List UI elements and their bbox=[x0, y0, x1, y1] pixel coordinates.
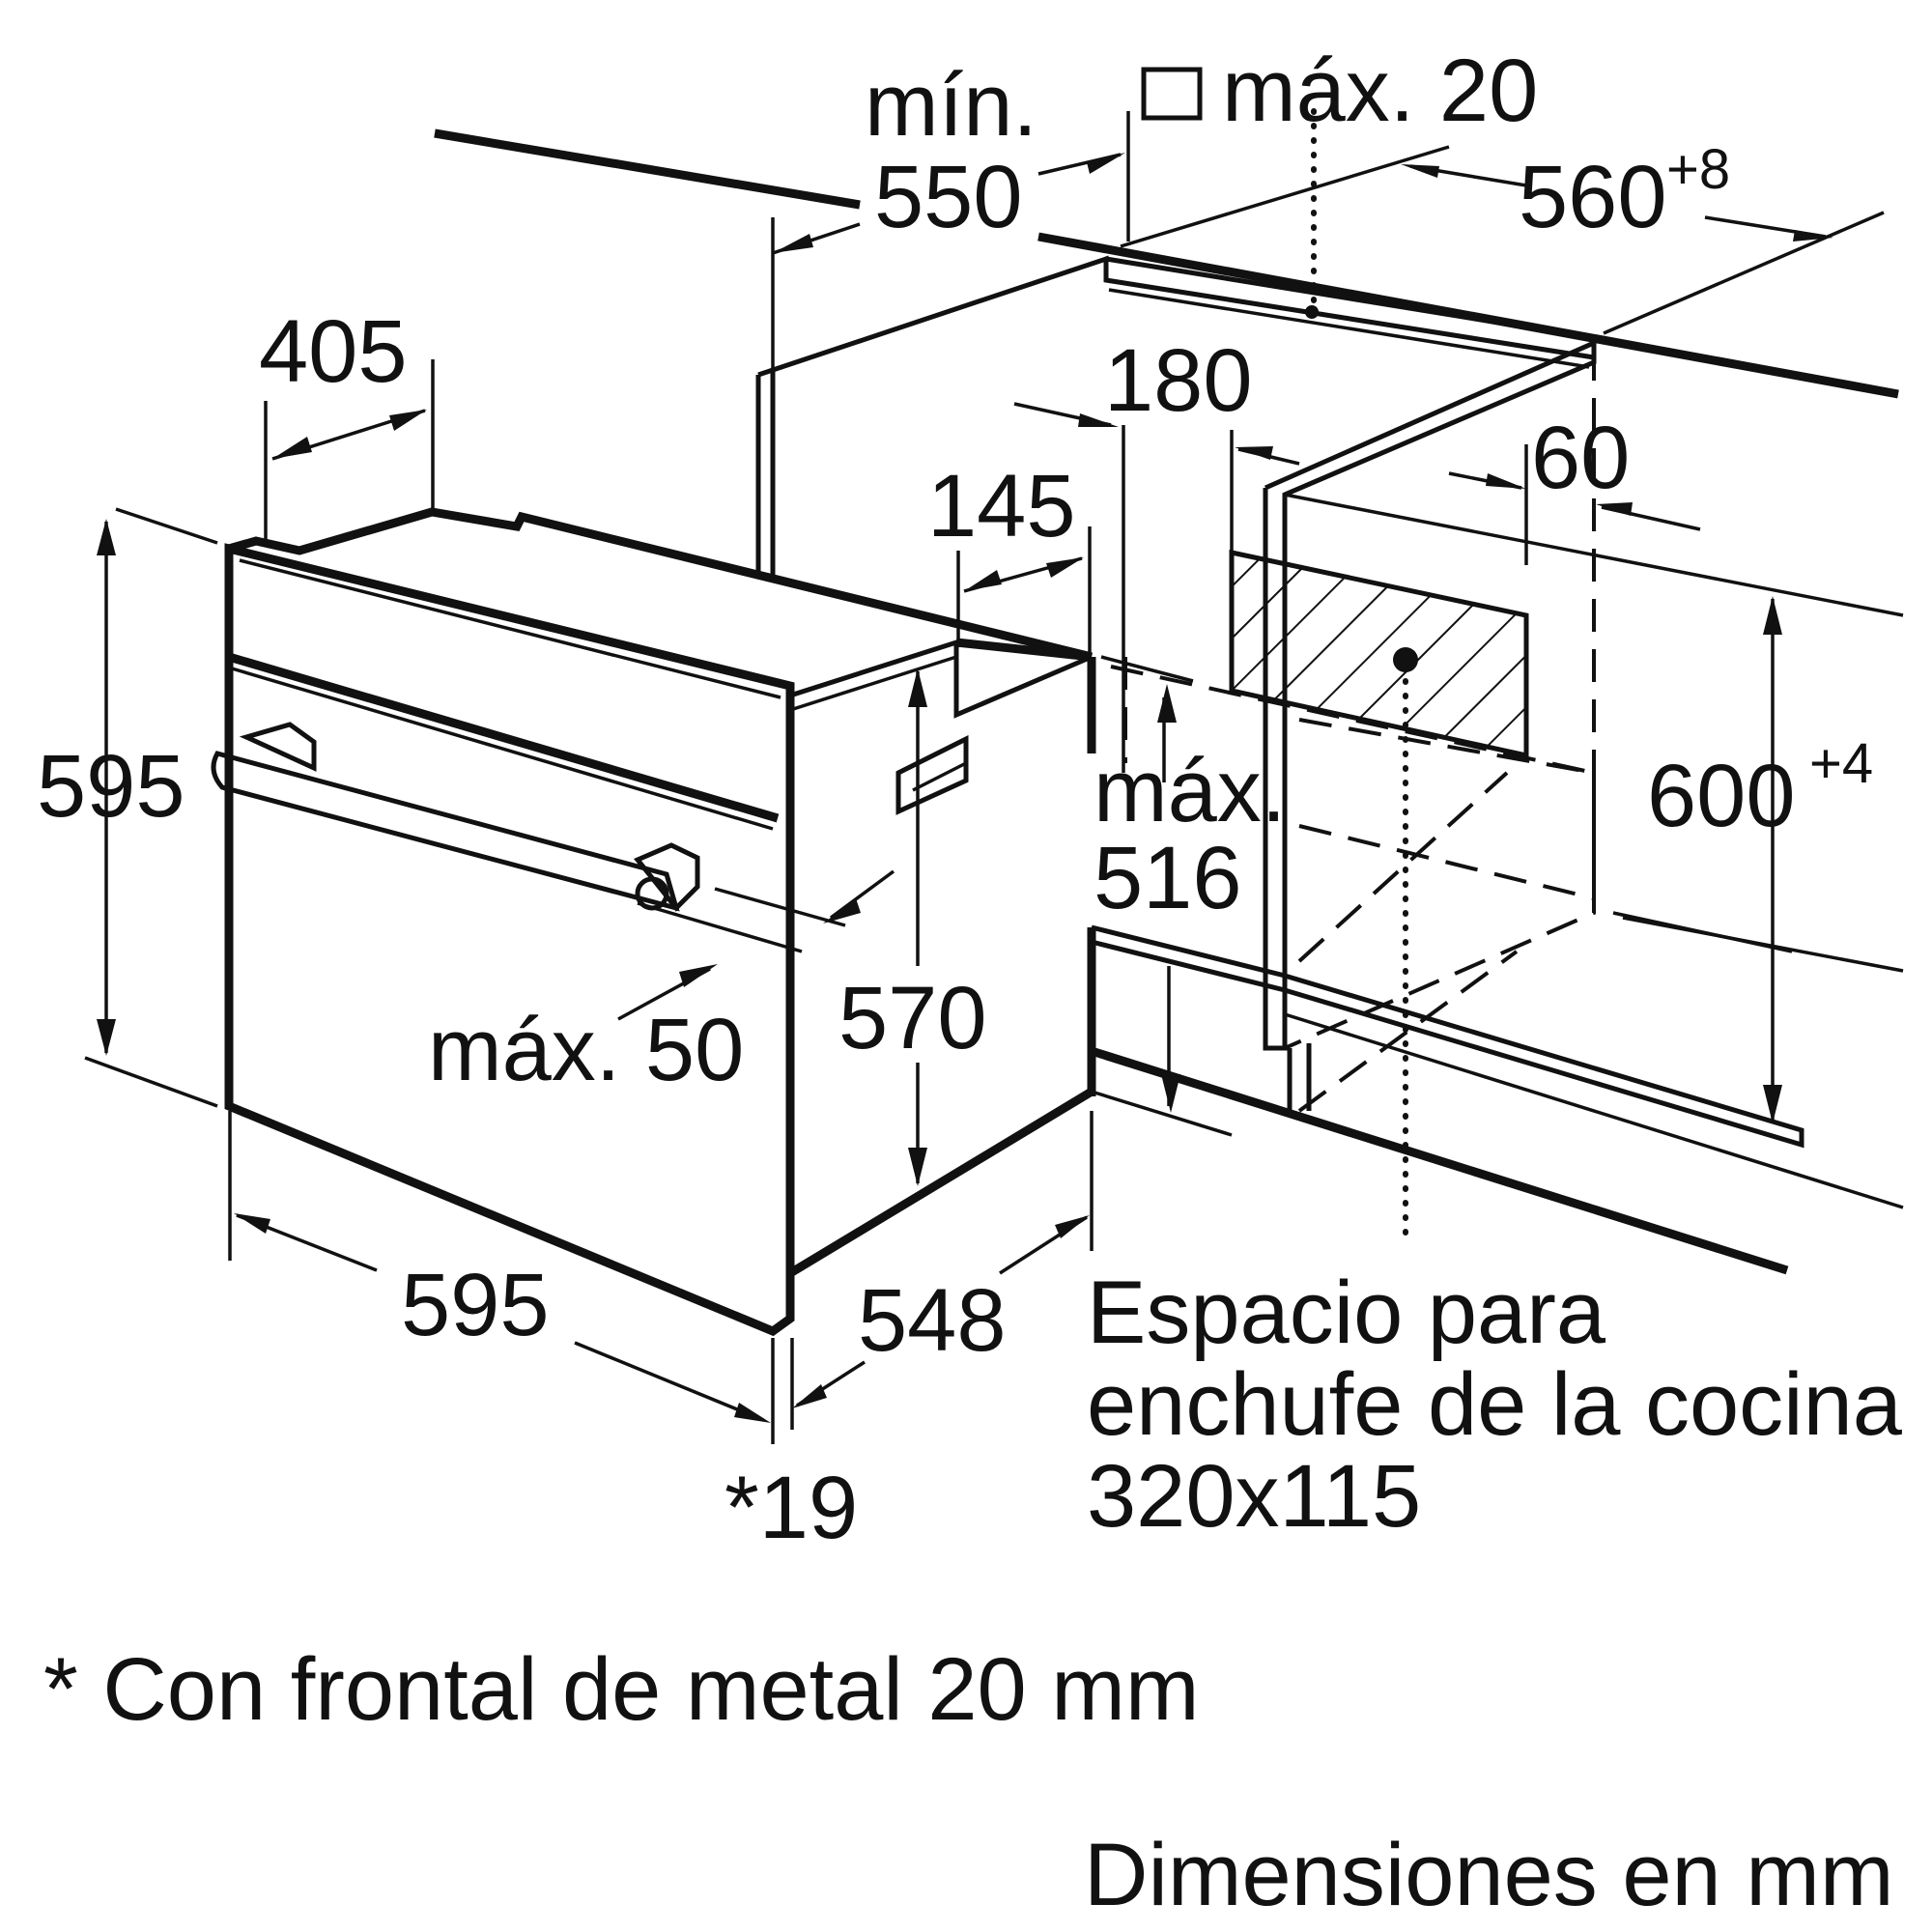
label-min: mín. bbox=[865, 56, 1037, 155]
socket-space bbox=[1229, 549, 1529, 759]
oven-top-side bbox=[789, 639, 1093, 719]
niche-top-slab bbox=[757, 255, 1597, 378]
niche-right-back bbox=[1603, 211, 1885, 335]
label-max20: máx. 20 bbox=[1222, 42, 1538, 140]
control-panel-bottom bbox=[231, 667, 774, 831]
oven-side-bottom bbox=[787, 1088, 1094, 1277]
label-560: 560 bbox=[1519, 148, 1667, 246]
oven-top-edge bbox=[227, 507, 1094, 662]
niche-bottom-front bbox=[1090, 1046, 1789, 1275]
label-60: 60 bbox=[1531, 409, 1630, 507]
oven-handle bbox=[211, 722, 700, 912]
niche-interior-line2 bbox=[1298, 824, 1595, 900]
niche-top-inner bbox=[1108, 288, 1590, 369]
units-note: Dimensiones en mm bbox=[1084, 1826, 1894, 1924]
label-max-516: 516 bbox=[1094, 829, 1242, 927]
label-560-tolerance: +8 bbox=[1666, 138, 1730, 201]
niche-bottom-shelf bbox=[1091, 924, 1804, 1149]
label-548: 548 bbox=[858, 1271, 1007, 1370]
dimension-lines bbox=[84, 67, 1833, 1444]
label-max50: máx. 50 bbox=[428, 1001, 744, 1099]
footnote: * Con frontal de metal 20 mm bbox=[43, 1640, 1200, 1739]
oven-side-vent bbox=[895, 734, 969, 815]
top-marker bbox=[1305, 305, 1319, 319]
niche-interior-line3 bbox=[1297, 771, 1509, 963]
label-595-height: 595 bbox=[37, 737, 185, 836]
oven-top-back bbox=[955, 638, 1093, 662]
label-600: 600 bbox=[1647, 747, 1796, 845]
socket-label-line1: Espacio para bbox=[1087, 1264, 1606, 1362]
oven-front-panel bbox=[224, 543, 795, 1337]
worktop-edge-left bbox=[434, 128, 861, 210]
label-405: 405 bbox=[259, 302, 408, 401]
label-595-width: 595 bbox=[401, 1256, 550, 1354]
max20-square-icon bbox=[1141, 67, 1203, 121]
socket-label-line2: enchufe de la cocina bbox=[1087, 1355, 1903, 1454]
label-570: 570 bbox=[838, 969, 987, 1067]
label-19: *19 bbox=[724, 1459, 858, 1557]
label-180: 180 bbox=[1104, 331, 1253, 430]
niche-bottom-back bbox=[1284, 1012, 1904, 1209]
socket-label-line3: 320x115 bbox=[1087, 1447, 1421, 1546]
niche-interior-line4 bbox=[1297, 950, 1519, 1113]
label-600-tolerance: +4 bbox=[1809, 732, 1873, 795]
socket-marker bbox=[1393, 647, 1418, 672]
niche-interior-outline bbox=[1110, 665, 1596, 1050]
oven-side-top bbox=[789, 655, 957, 712]
label-max: máx. bbox=[1094, 742, 1286, 840]
oven bbox=[211, 507, 1096, 1337]
oven-side-vent-line bbox=[912, 761, 967, 792]
control-panel-top bbox=[239, 558, 781, 699]
niche-top-back bbox=[1120, 145, 1450, 248]
label-145: 145 bbox=[927, 457, 1076, 555]
control-panel-separator bbox=[227, 652, 780, 823]
label-min-550: 550 bbox=[874, 148, 1023, 246]
